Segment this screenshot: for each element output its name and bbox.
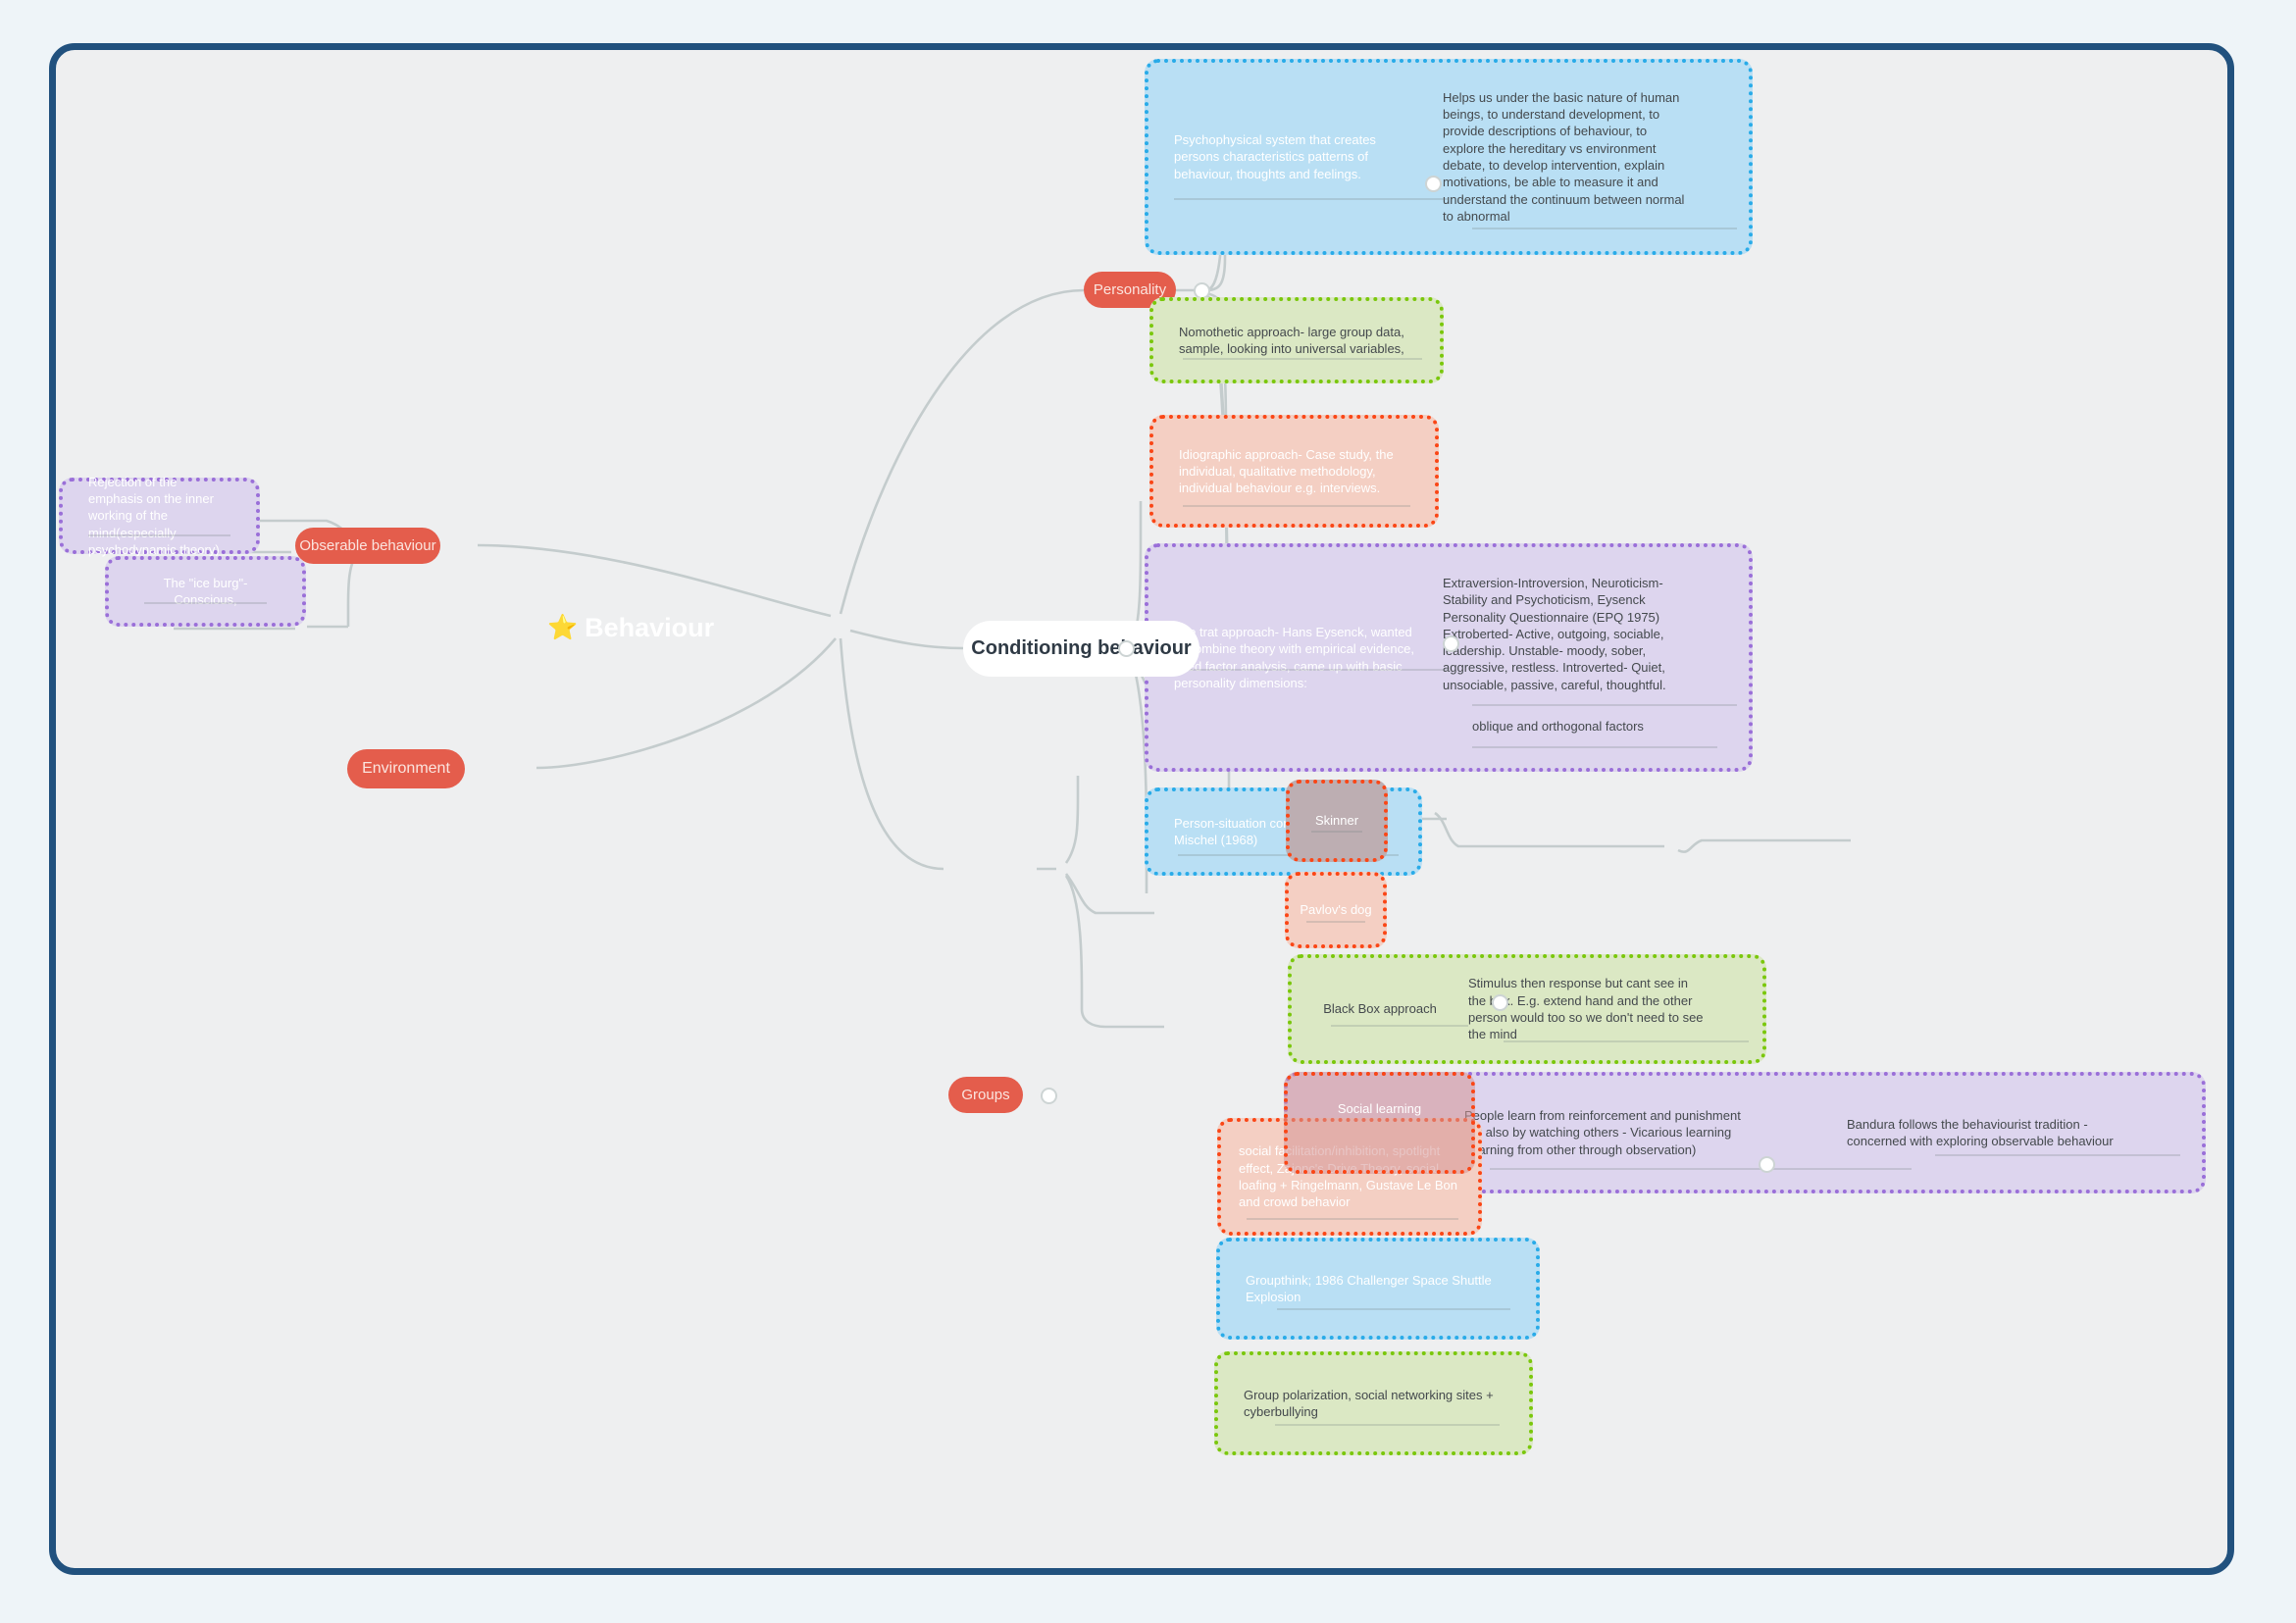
node-bandura-tradition-text: Bandura follows the behaviourist traditi… [1847,1116,2114,1148]
node-skinner-text: Skinner [1314,813,1359,829]
node-groupthink-text: Groupthink; 1986 Challenger Space Shuttl… [1246,1272,1492,1304]
node-idiographic[interactable]: Idiographic approach- Case study, the in… [1149,415,1439,528]
node-pavlov[interactable]: Pavlov's dog [1285,872,1387,948]
connector-knob-blackbox [1492,994,1508,1011]
node-rejection[interactable]: Rejection of the emphasis on the inner w… [59,475,260,557]
node-trait-approach-text: The trat approach- Hans Eysenck, wanted … [1174,624,1414,690]
node-rejection-text: Rejection of the emphasis on the inner w… [88,474,220,557]
node-skinner[interactable]: Skinner [1286,780,1388,862]
node-psychophysical-text: Psychophysical system that creates perso… [1174,132,1376,181]
node-group-polarization[interactable]: Group polarization, social networking si… [1214,1351,1533,1455]
mindmap-canvas[interactable]: Rejection of the emphasis on the inner w… [56,50,2227,1568]
branch-conditioning-behaviour-label: Conditioning behaviour [971,637,1192,659]
connector-knob-psychophysical [1425,176,1442,192]
node-stimulus-response-text: Stimulus then response but cant see in t… [1468,976,1704,1042]
connector-knob-vicarious [1759,1156,1775,1173]
node-oblique-text: oblique and orthogonal factors [1472,719,1644,734]
branch-environment-label: Environment [362,760,450,777]
node-social-learning[interactable]: Social learning [1284,1072,1475,1174]
node-nomothetic[interactable]: Nomothetic approach- large group data, s… [1149,297,1444,383]
mindmap-frame: Rejection of the emphasis on the inner w… [49,43,2234,1575]
node-black-box-text: Black Box approach [1323,1001,1437,1017]
node-group-polarization-text: Group polarization, social networking si… [1244,1387,1494,1419]
connector-knob-trait [1443,635,1459,652]
branch-groups[interactable]: Groups [948,1077,1023,1113]
node-psychophysical[interactable]: Psychophysical system that creates perso… [1145,59,1753,255]
star-icon: ⭐ [547,614,579,641]
branch-observable-behaviour[interactable]: Obserable behaviour [295,528,440,564]
node-helps-us-text: Helps us under the basic nature of human… [1443,89,1685,224]
root-node[interactable]: ⭐ Behaviour [547,613,714,643]
node-groupthink[interactable]: Groupthink; 1986 Challenger Space Shuttl… [1216,1238,1540,1340]
node-eysenck-dims-text: Extraversion-Introversion, Neuroticism-S… [1443,576,1666,692]
branch-conditioning-behaviour[interactable]: Conditioning behaviour [963,621,1199,677]
node-trait-approach[interactable]: The trat approach- Hans Eysenck, wanted … [1145,543,1753,772]
branch-groups-label: Groups [961,1087,1010,1103]
branch-personality-label: Personality [1093,281,1167,298]
node-pavlov-text: Pavlov's dog [1300,902,1372,918]
branch-personality[interactable]: Personality [1084,272,1176,308]
node-idiographic-text: Idiographic approach- Case study, the in… [1179,446,1394,496]
node-black-box[interactable]: Black Box approach Stimulus then respons… [1288,954,1766,1064]
node-vicarious-text: People learn from reinforcement and puni… [1464,1108,1741,1157]
node-social-learning-text: Social learning [1337,1101,1422,1117]
node-nomothetic-text: Nomothetic approach- large group data, s… [1179,324,1404,356]
root-label: Behaviour [585,613,715,642]
connector-knob-groups [1041,1088,1057,1104]
branch-observable-behaviour-label: Obserable behaviour [299,537,436,554]
node-iceburg-text: The "ice burg"- Conscious, [163,575,248,607]
connector-knob-conditioning [1118,640,1135,657]
branch-environment[interactable]: Environment [347,749,465,788]
node-iceburg[interactable]: The "ice burg"- Conscious, [105,556,306,627]
